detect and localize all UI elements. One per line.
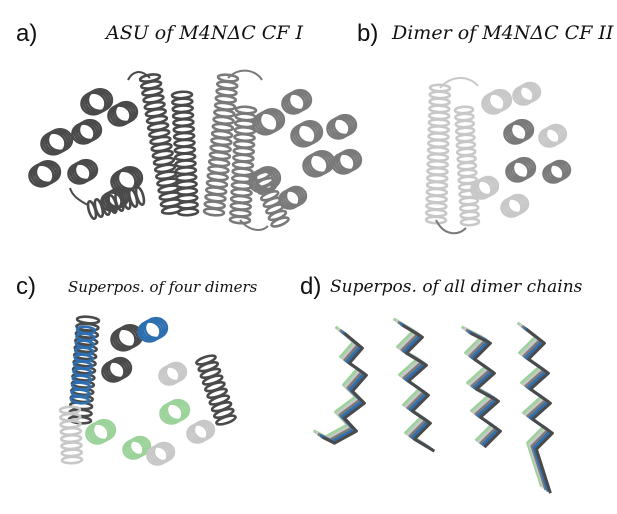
helix-end-view	[146, 441, 176, 466]
helix-shape	[195, 354, 237, 426]
helix-end-view	[542, 159, 572, 184]
helix-end-view	[505, 156, 537, 183]
helix-end-view	[281, 88, 313, 115]
helix-shape	[228, 105, 258, 225]
helix-end-view	[290, 119, 324, 148]
helix-end-view	[481, 88, 513, 115]
backbone-trace	[321, 332, 368, 445]
panel-d-caption: Superpos. of all dimer chains	[330, 277, 583, 297]
helix-end-view	[122, 435, 152, 460]
panel-b-letter: b)	[357, 20, 379, 47]
helix-end-view	[512, 81, 542, 106]
helix-end-view	[500, 193, 530, 218]
helix-end-view	[331, 148, 363, 175]
helix-end-view	[326, 113, 358, 140]
helix-end-view	[40, 127, 74, 156]
helix-end-view	[101, 356, 133, 383]
helix-shape	[424, 83, 452, 225]
backbone-trace	[401, 323, 436, 453]
helix-shape	[69, 325, 97, 405]
panel-a-caption: ASU of M4NΔC CF I	[106, 22, 304, 44]
backbone-trace	[525, 328, 554, 494]
helix-shape	[202, 73, 240, 217]
loop-shape	[239, 219, 269, 231]
helix-end-view	[85, 418, 117, 445]
helix-end-view	[470, 175, 500, 200]
helix-end-view	[538, 123, 568, 148]
panel-c-letter: c)	[16, 273, 36, 300]
loop-shape	[69, 187, 89, 206]
loop-shape	[435, 219, 467, 235]
helix-end-view	[159, 398, 191, 425]
panel-b-caption: Dimer of M4NΔC CF II	[392, 22, 614, 44]
helix-shape	[252, 170, 290, 228]
helix-end-view	[28, 159, 62, 188]
helix-end-view	[137, 316, 169, 343]
loop-shape	[227, 69, 263, 81]
helix-end-view	[71, 118, 103, 145]
helix-end-view	[503, 118, 535, 145]
panel-d-letter: d)	[300, 273, 322, 300]
backbone-trace	[469, 331, 502, 449]
helix-shape	[170, 90, 200, 217]
helix-shape	[58, 405, 84, 465]
panel-c-caption: Superpos. of four dimers	[68, 278, 258, 296]
helix-end-view	[158, 361, 188, 386]
helix-end-view	[67, 158, 99, 185]
helix-shape	[453, 105, 481, 227]
panel-a-letter: a)	[16, 20, 38, 47]
loop-shape	[127, 71, 151, 81]
helix-end-view	[80, 87, 114, 116]
loop-shape	[439, 77, 479, 89]
helix-shape	[86, 186, 146, 220]
helix-end-view	[186, 419, 216, 444]
helix-end-view	[107, 100, 139, 127]
